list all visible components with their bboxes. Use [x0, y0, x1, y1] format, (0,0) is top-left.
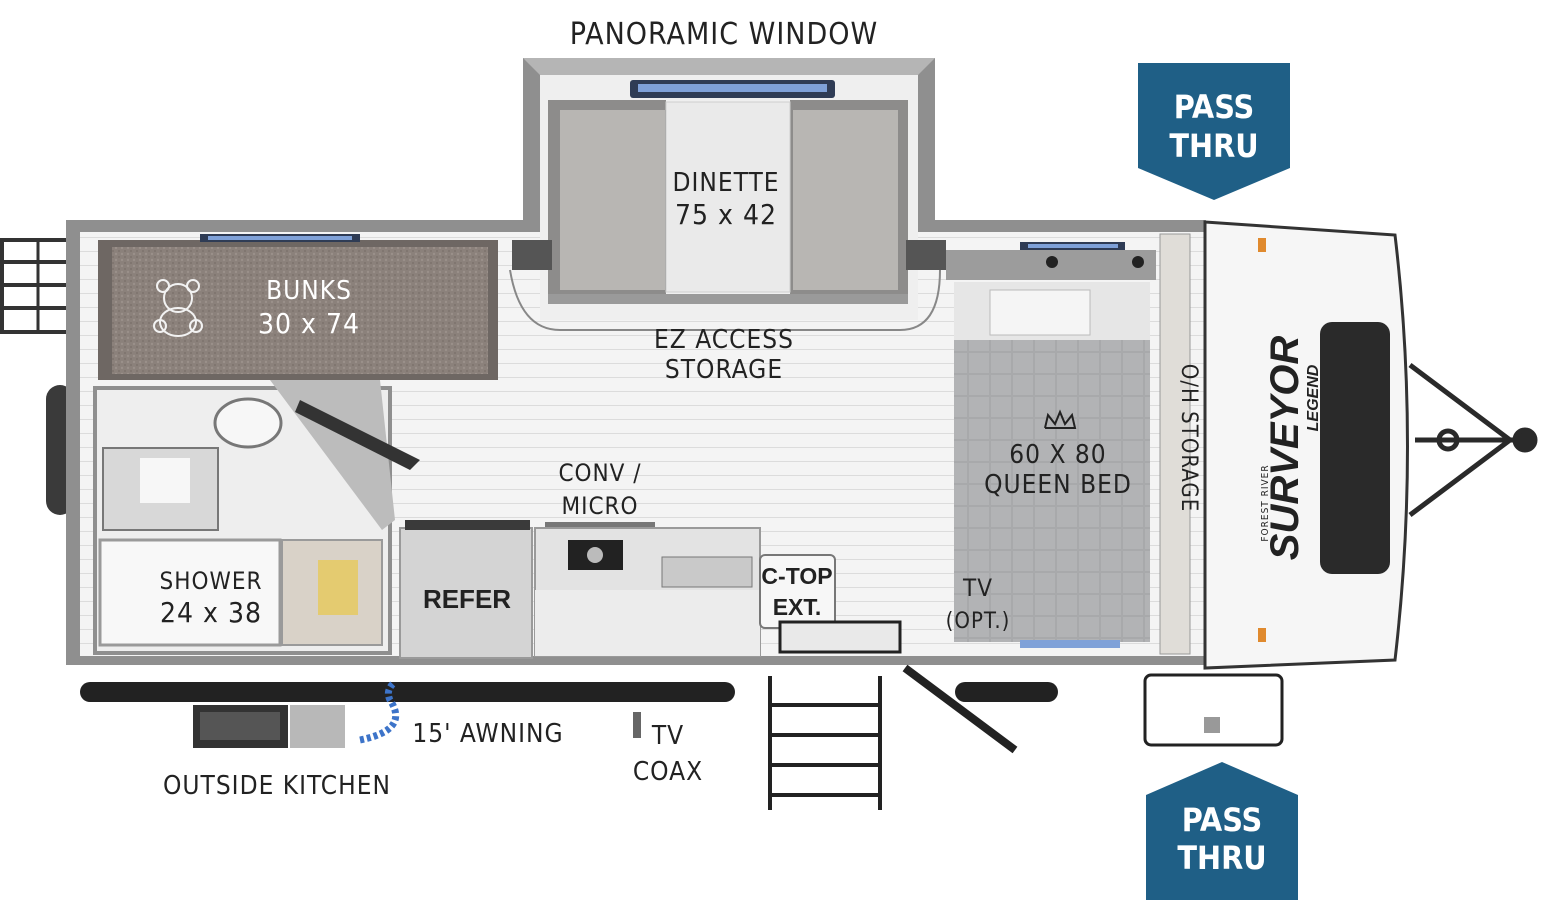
pass-thru-bottom-1: PASS	[1182, 801, 1262, 839]
ez-access-label-2: STORAGE	[665, 355, 783, 385]
outside-kitchen-label: OUTSIDE KITCHEN	[163, 771, 391, 801]
teddy-bear-icon	[153, 279, 203, 337]
hitch	[1408, 363, 1538, 517]
ctop-label-2: EXT.	[773, 594, 822, 620]
entry-door-swing	[902, 664, 1018, 754]
crown-icon	[1044, 409, 1077, 429]
entry-steps	[768, 676, 882, 810]
pass-thru-top-badge	[1138, 63, 1290, 200]
bunks	[98, 234, 498, 380]
pass-thru-bottom-badge	[1146, 762, 1298, 900]
awning-bar	[80, 682, 735, 702]
oh-storage-strip	[1159, 233, 1191, 655]
refer-unit	[399, 527, 533, 659]
shower-label-2: 24 x 38	[160, 596, 262, 629]
ctop-label-1: C-TOP	[761, 563, 832, 589]
conv-micro-label-1: CONV /	[558, 459, 641, 487]
awning-label: 15' AWNING	[412, 719, 563, 749]
dinette-label-2: 75 x 42	[675, 198, 777, 231]
bunks-label-2: 30 x 74	[258, 307, 360, 340]
brand-forest-river: FOREST RIVER	[1260, 464, 1271, 541]
queen-bed-label-2: QUEEN BED	[984, 470, 1132, 500]
kitchen-counter	[534, 522, 761, 657]
panoramic-window-label: PANORAMIC WINDOW	[570, 17, 878, 52]
tv-label-2: (OPT.)	[946, 609, 1011, 634]
dinette	[548, 100, 908, 304]
pass-thru-top-2: THRU	[1169, 127, 1258, 165]
brand-surveyor: SURVEYOR	[1263, 336, 1307, 561]
tv-coax-label-2: COAX	[633, 757, 703, 787]
pass-thru-bottom-2: THRU	[1177, 839, 1266, 877]
front-storage-box	[1143, 673, 1284, 747]
queen-bed-label-1: 60 X 80	[1009, 440, 1106, 470]
refer-label: REFER	[423, 584, 511, 614]
tv-label-1: TV	[962, 574, 993, 602]
dinette-label-1: DINETTE	[672, 168, 779, 198]
ez-access-label-1: EZ ACCESS	[654, 325, 794, 355]
shower-label-1: SHOWER	[160, 567, 263, 595]
pass-thru-top-1: PASS	[1174, 88, 1254, 126]
brand-legend: LEGEND	[1305, 364, 1322, 431]
tv-coax-label-1: TV	[651, 721, 684, 751]
rear-ladder	[0, 238, 76, 334]
queen-bed	[946, 242, 1156, 648]
bunks-label-1: BUNKS	[266, 276, 352, 306]
front-cap	[1203, 220, 1409, 670]
oh-storage-label: O/H STORAGE	[1176, 364, 1201, 513]
conv-micro-label-2: MICRO	[561, 492, 638, 520]
